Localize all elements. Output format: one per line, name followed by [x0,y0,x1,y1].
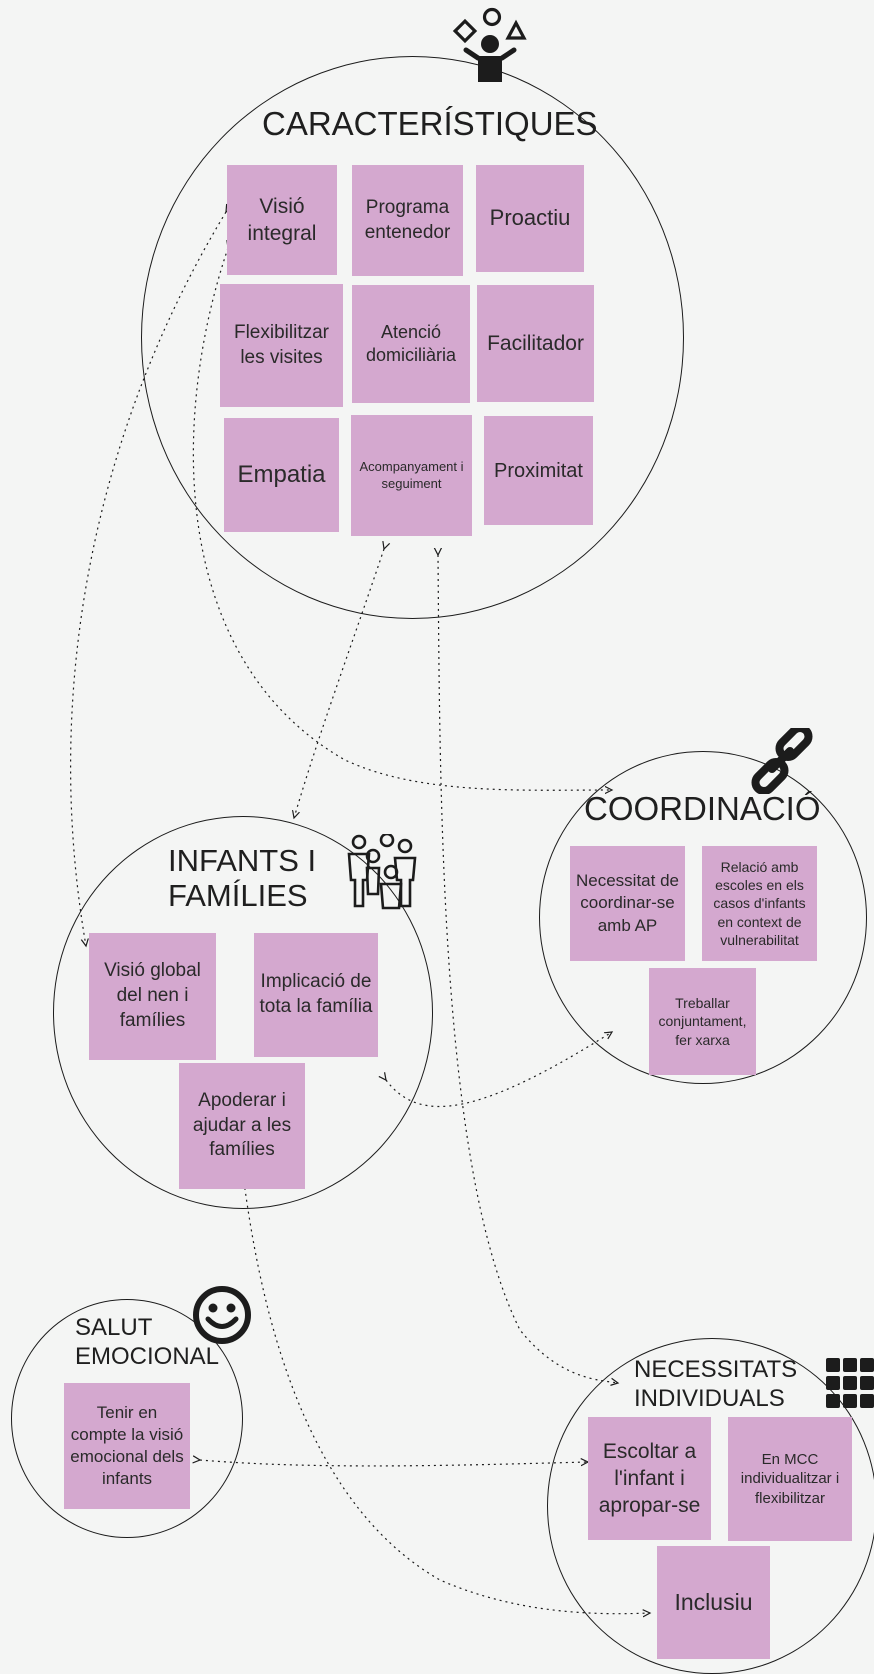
note-apoderar-familias[interactable]: Apoderar i ajudar a les famílies [179,1063,305,1189]
cluster-title-necessitats: NECESSITATS INDIVIDUALS [634,1356,798,1413]
note-programa-entenedor[interactable]: Programa entenedor [352,165,463,276]
note-coordinar-ap[interactable]: Necessitat de coordinar-se amb AP [570,846,685,961]
connector-infants-to-coordinacio [386,1032,612,1107]
note-visio-emocional[interactable]: Tenir en compte la visió emocional dels … [64,1383,190,1509]
note-empatia[interactable]: Empatia [224,418,339,532]
note-inclusiu[interactable]: Inclusiu [657,1546,770,1659]
note-mcc-individualitzar[interactable]: En MCC individualitzar i flexibilitzar [728,1417,852,1541]
note-proactiu[interactable]: Proactiu [476,165,584,272]
note-proximitat[interactable]: Proximitat [484,416,593,525]
connector-salut-to-necessitats [200,1460,588,1467]
note-visio-integral[interactable]: Visió integral [227,165,337,275]
family-icon [347,834,417,910]
cluster-title-salut: SALUT EMOCIONAL [75,1314,220,1370]
note-acompanyament-seguiment[interactable]: Acompanyament i seguiment [351,415,472,536]
connector-infants-to-inclusiu [244,1182,650,1614]
note-atencio-domiciliaria[interactable]: Atenció domiciliària [352,285,470,403]
cluster-circle-salut [11,1299,243,1538]
note-visio-global[interactable]: Visió global del nen i famílies [89,933,216,1060]
cluster-title-caracteristiques: CARACTERÍSTIQUES [262,105,598,142]
chain-link-icon [751,728,813,794]
note-facilitador[interactable]: Facilitador [477,285,594,402]
note-escoltar-infant[interactable]: Escoltar a l'infant i apropar-se [588,1417,711,1540]
note-relacio-escoles[interactable]: Relació amb escoles en els casos d'infan… [702,846,817,961]
cluster-title-coordinacio: COORDINACIÓ [584,790,821,827]
connector-integral-to-infants [70,212,226,946]
grid-icon [826,1358,874,1408]
juggler-icon [452,7,527,82]
smiley-icon [193,1286,251,1344]
cluster-circle-caracteristiques [141,56,684,619]
cluster-circle-coordinacio [539,751,867,1084]
cluster-circle-infants [53,816,433,1209]
cluster-title-infants: INFANTS I FAMÍLIES [168,843,317,913]
note-treballar-conjuntament[interactable]: Treballar conjuntament, fer xarxa [649,968,756,1075]
note-flexibilitzar-visites[interactable]: Flexibilitzar les visites [220,284,343,407]
note-implicacio-familia[interactable]: Implicació de tota la família [254,933,378,1057]
